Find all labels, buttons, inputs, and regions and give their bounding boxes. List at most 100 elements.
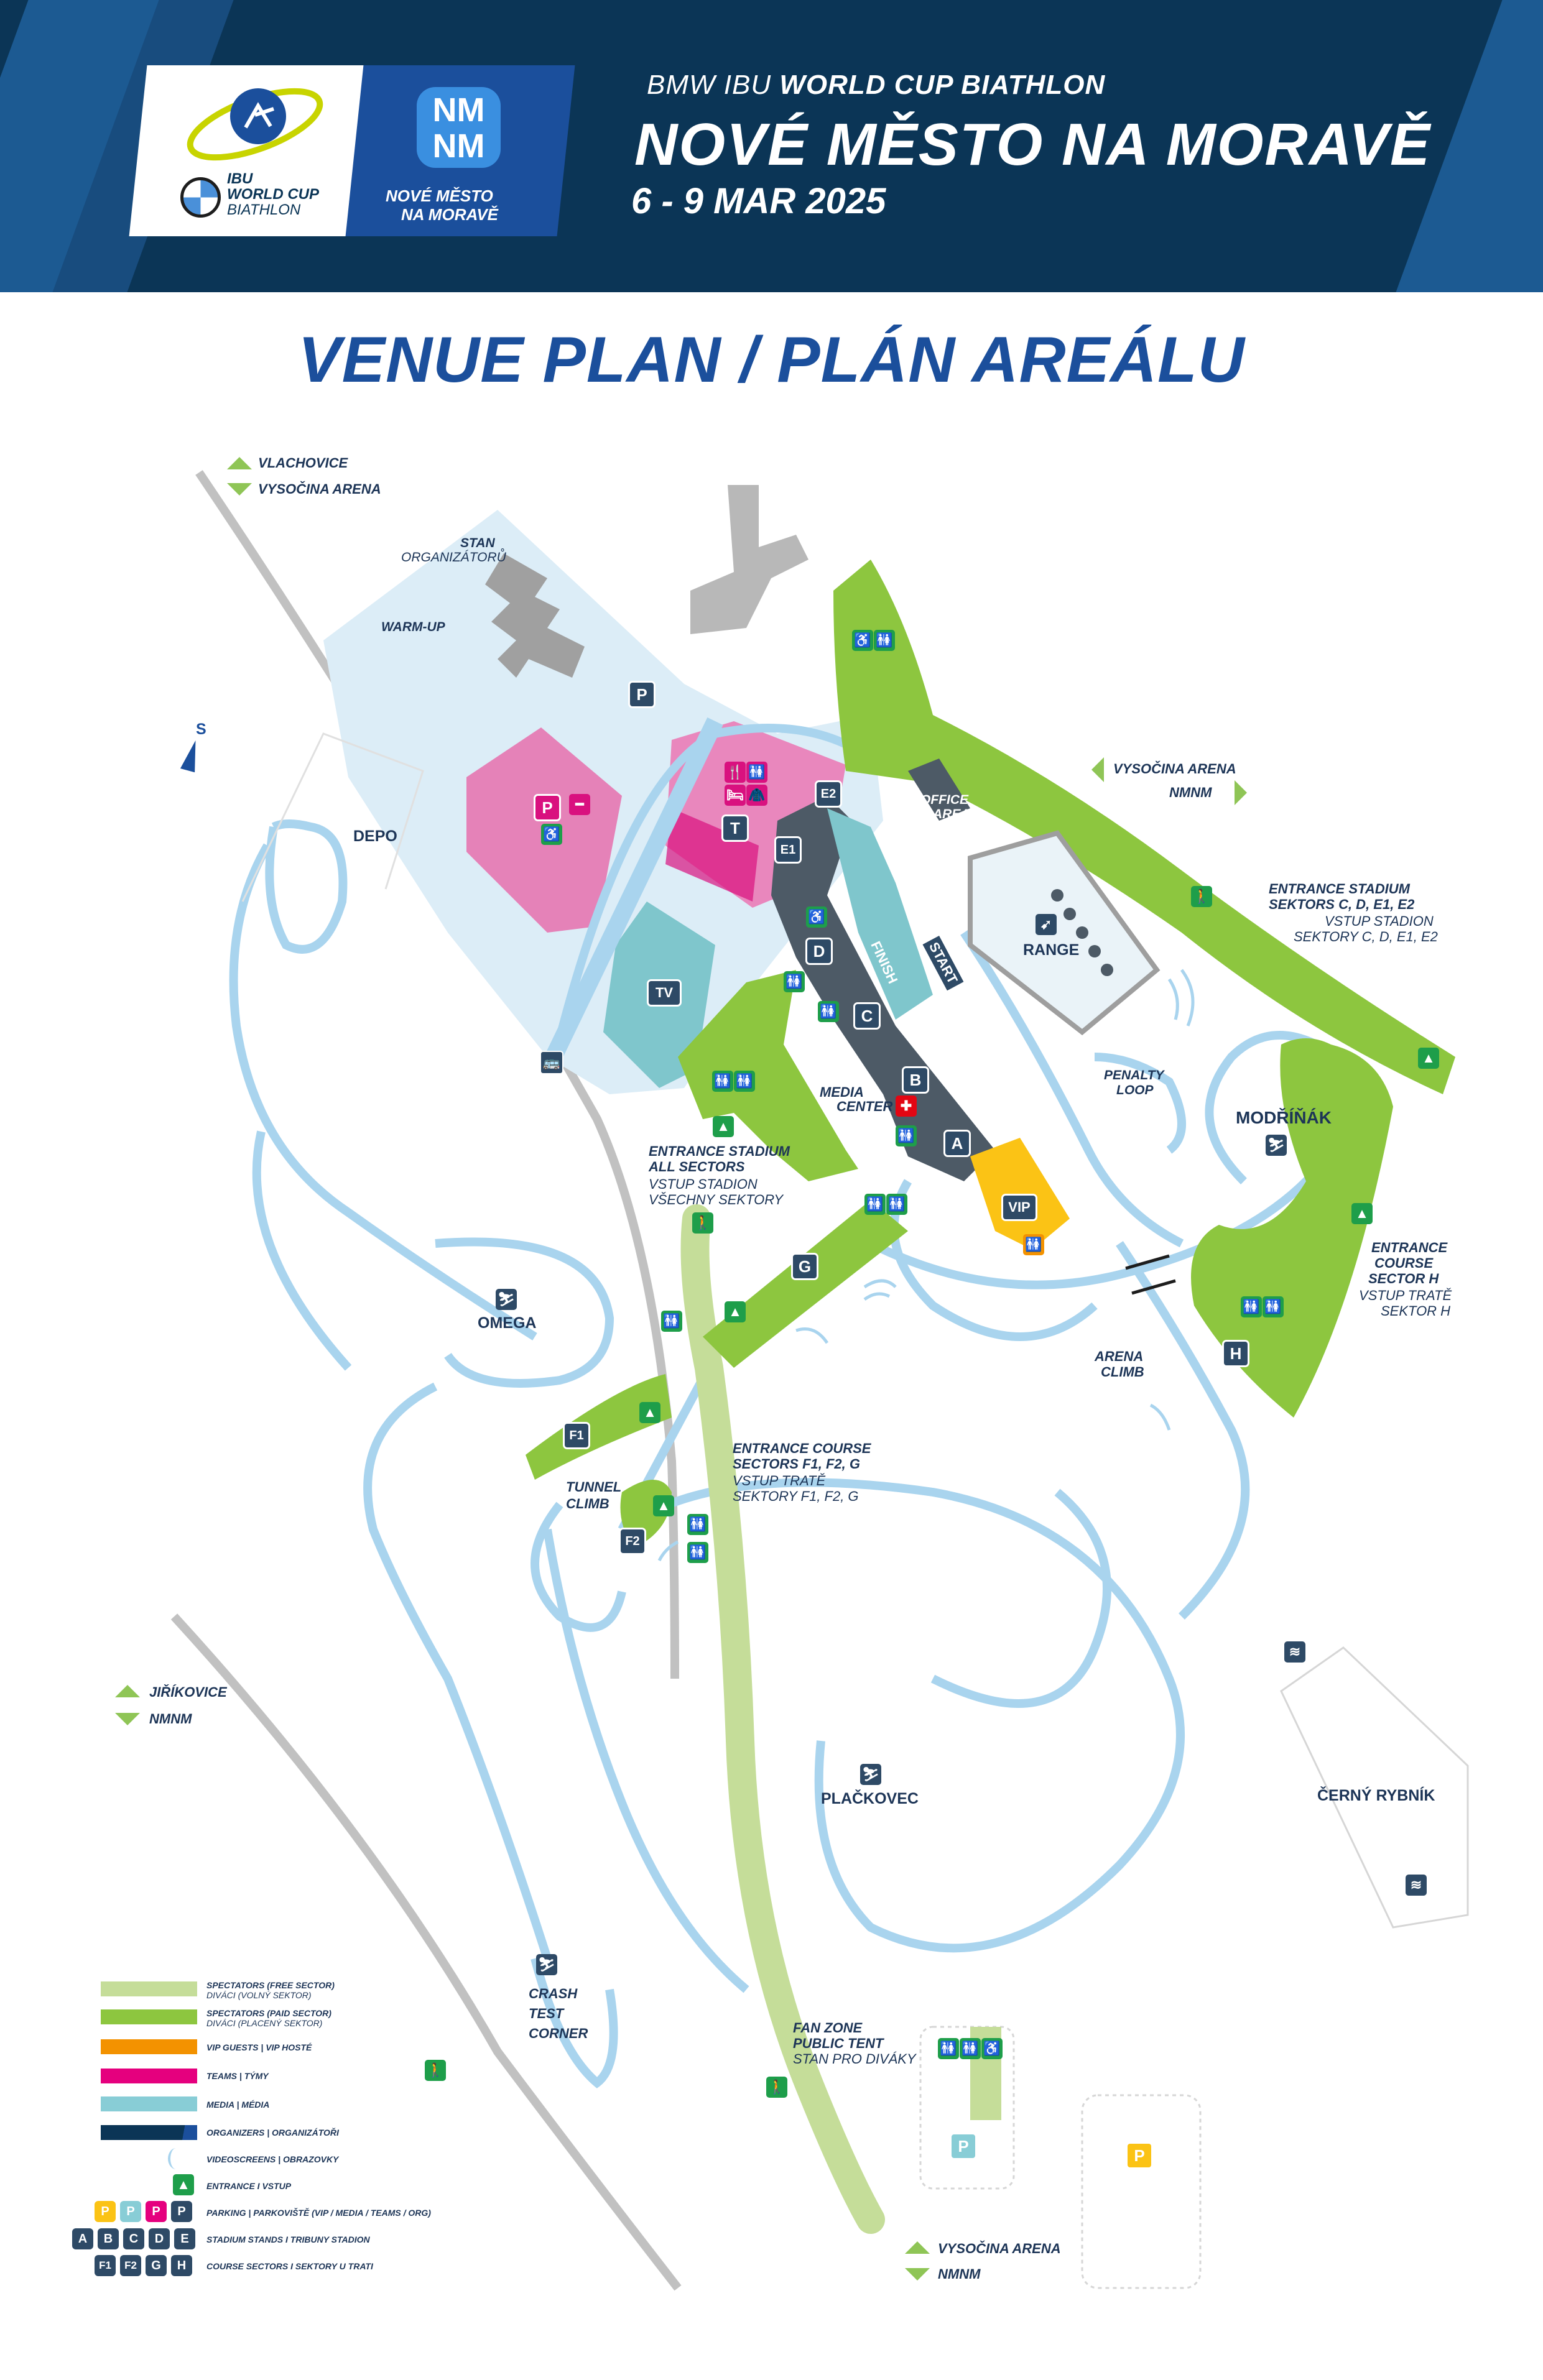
water-icon: ≋ bbox=[1406, 1875, 1427, 1896]
label-office: OFFICE bbox=[920, 793, 968, 807]
bus-icon: 🚌 bbox=[540, 1051, 563, 1074]
label-entrance-course-h-5: SEKTOR H bbox=[1381, 1303, 1451, 1319]
paid-sector-right-arm bbox=[833, 560, 1455, 1094]
road-lower bbox=[170, 1613, 682, 2291]
walker-icon: 🚶 bbox=[766, 2077, 787, 2098]
badge-e1: E1 bbox=[774, 836, 802, 864]
wc-icon: 🚻 bbox=[734, 1071, 755, 1092]
wardrobe-icon: 🧥 bbox=[746, 785, 767, 806]
legend-media: MEDIA | MÉDIA bbox=[206, 2100, 270, 2110]
walker-icon: 🚶 bbox=[1191, 886, 1212, 907]
header-date: 6 - 9 MAR 2025 bbox=[631, 181, 886, 221]
label-penalty: PENALTY bbox=[1104, 1068, 1164, 1082]
legend-parking-vip: P bbox=[95, 2201, 116, 2222]
label-stan: STAN bbox=[460, 536, 495, 550]
parking-outline bbox=[1081, 2094, 1202, 2289]
label-entrance-stadium-all-1: ENTRANCE STADIUM bbox=[649, 1143, 790, 1159]
legend-stand-b: B bbox=[98, 2228, 119, 2249]
label-tunnel: TUNNEL bbox=[566, 1479, 622, 1495]
badge-g: G bbox=[791, 1253, 818, 1280]
legend-entrance: ENTRANCE I VSTUP bbox=[206, 2181, 292, 2191]
label-public-tent: PUBLIC TENT bbox=[793, 2036, 884, 2051]
paid-sector-center bbox=[678, 970, 858, 1181]
label-entrance-course-f-2: SECTORS F1, F2, G bbox=[733, 1456, 860, 1472]
rifle-icon: ➹ bbox=[1036, 914, 1057, 935]
badge-f1: F1 bbox=[563, 1422, 590, 1449]
cerny-rybnik-outline bbox=[1280, 1646, 1469, 1929]
ibu-logo-text-3: BIATHLON bbox=[227, 201, 301, 218]
arrow-up-jirikovice bbox=[115, 1685, 140, 1697]
hotel-icon: 🛏 bbox=[725, 785, 746, 806]
wc-icon: 🚻 bbox=[687, 1514, 708, 1535]
paid-sector-f1 bbox=[526, 1374, 672, 1480]
legend-paid-1: SPECTATORS (PAID SECTOR) bbox=[206, 2008, 331, 2018]
label-media: MEDIA bbox=[820, 1084, 864, 1100]
legend-stand-c: C bbox=[123, 2228, 144, 2249]
nmnm-logo-mark: NM NM bbox=[417, 87, 501, 168]
legend-stand-d: D bbox=[149, 2228, 170, 2249]
wc-icon: 🚻 bbox=[1023, 1234, 1044, 1255]
legend-parking-teams: P bbox=[146, 2201, 167, 2222]
label-cerny-rybnik: ČERNÝ RYBNÍK bbox=[1317, 1787, 1435, 1804]
header-banner: IBU WORLD CUP BIATHLON NM NM NOVÉ MĚSTO … bbox=[0, 0, 1543, 292]
dir-vysocina-bottom: VYSOČINA ARENA bbox=[938, 2241, 1061, 2256]
label-modrinak: MODŘÍŇÁK bbox=[1236, 1108, 1332, 1127]
legend-parking: PARKING | PARKOVIŠTĚ (VIP / MEDIA / TEAM… bbox=[206, 2208, 431, 2218]
label-entrance-course-h-1: ENTRANCE bbox=[1371, 1240, 1448, 1255]
legend-organizers: ORGANIZERS | ORGANIZÁTOŘI bbox=[206, 2128, 339, 2138]
legend-teams: TEAMS | TÝMY bbox=[206, 2071, 269, 2081]
label-entrance-stadium-all-4: VŠECHNY SEKTORY bbox=[649, 1192, 783, 1207]
label-entrance-stadium-cde-3: VSTUP STADION bbox=[1325, 913, 1434, 929]
compass-label: S bbox=[196, 721, 206, 738]
arrow-down-nmnm-left bbox=[115, 1713, 140, 1725]
page-title: VENUE PLAN / PLÁN AREÁLU bbox=[298, 324, 1245, 396]
label-entrance-course-h-4: VSTUP TRATĚ bbox=[1359, 1288, 1452, 1303]
wc-icon: 🚻 bbox=[746, 762, 767, 783]
skier-icon: ⛷ bbox=[860, 1764, 881, 1785]
label-climb: CLIMB bbox=[1101, 1364, 1144, 1380]
label-entrance-stadium-all-3: VSTUP STADION bbox=[649, 1176, 758, 1192]
label-stan-divaky: STAN PRO DIVÁKY bbox=[793, 2051, 916, 2067]
arrow-down-nmnm-bottom bbox=[905, 2268, 930, 2281]
badge-d: D bbox=[805, 938, 833, 965]
depo-outline bbox=[241, 732, 424, 902]
label-fan-zone: FAN ZONE bbox=[793, 2020, 863, 2036]
skier-icon: ⛷ bbox=[536, 1954, 557, 1975]
badge-a: A bbox=[943, 1130, 971, 1157]
label-crash: CRASH bbox=[529, 1986, 578, 2001]
legend-entrance-icon: ▲ bbox=[173, 2174, 194, 2195]
ibu-logo-text-1: IBU bbox=[227, 170, 253, 187]
restaurant-icon: 🍴 bbox=[725, 762, 746, 783]
arrow-down-vysocina bbox=[227, 483, 252, 496]
label-entrance-stadium-cde-1: ENTRANCE STADIUM bbox=[1269, 881, 1410, 897]
badge-f2: F2 bbox=[619, 1528, 646, 1555]
wc-icon: 🚻 bbox=[784, 971, 805, 992]
walker-icon: 🚶 bbox=[692, 1212, 713, 1234]
range-area bbox=[968, 830, 1161, 1036]
no-entry-icon: ━ bbox=[569, 794, 590, 815]
wc-icon: ♿ bbox=[852, 630, 873, 651]
entrance-icon: ▲ bbox=[1351, 1203, 1373, 1224]
label-tunnel-climb: CLIMB bbox=[566, 1496, 609, 1511]
label-entrance-course-h-3: SECTOR H bbox=[1368, 1271, 1439, 1286]
skier-icon: ⛷ bbox=[1266, 1135, 1287, 1156]
legend-free-1: SPECTATORS (FREE SECTOR) bbox=[206, 1980, 335, 1990]
label-test: TEST bbox=[529, 2006, 564, 2021]
badge-teams: T bbox=[721, 814, 749, 842]
wheelchair-icon: ♿ bbox=[541, 824, 562, 845]
dir-jirikovice: JIŘÍKOVICE bbox=[149, 1684, 227, 1700]
wc-icon: 🚻 bbox=[896, 1125, 917, 1146]
label-entrance-course-h-2: COURSE bbox=[1374, 1255, 1434, 1271]
ibu-logo-icon bbox=[187, 88, 323, 161]
label-entrance-course-f-1: ENTRANCE COURSE bbox=[733, 1441, 871, 1456]
legend-free-2: DIVÁCI (VOLNÝ SEKTOR) bbox=[206, 1990, 312, 2000]
label-center: CENTER bbox=[836, 1099, 893, 1114]
skier-icon: ⛷ bbox=[496, 1289, 517, 1310]
label-entrance-course-f-3: VSTUP TRATĚ bbox=[733, 1473, 826, 1488]
wc-icon: 🚻 bbox=[818, 1001, 839, 1022]
nmnm-logo-text-1: NOVÉ MĚSTO bbox=[386, 187, 493, 205]
header-subtitle: BMW IBU WORLD CUP BIATHLON bbox=[647, 70, 1105, 101]
legend-course-g: G bbox=[146, 2255, 167, 2276]
legend-parking-org: P bbox=[171, 2201, 192, 2222]
